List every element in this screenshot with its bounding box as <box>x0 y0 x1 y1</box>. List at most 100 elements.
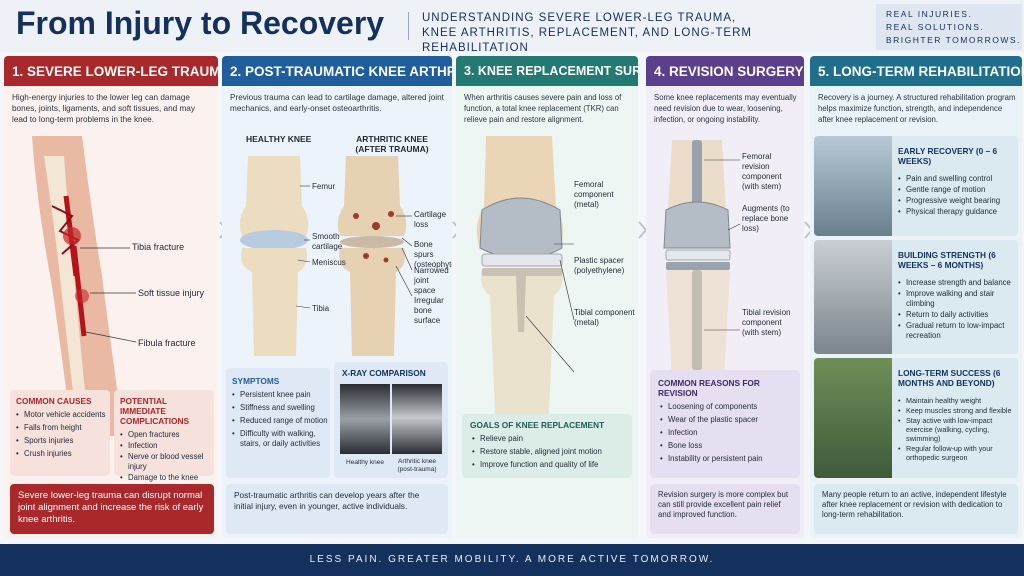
column-title: 1. SEVERE LOWER-LEG TRAUMA <box>4 56 218 86</box>
column-rehabilitation: 5. LONG-TERM REHABILITATION Recovery is … <box>810 56 1022 538</box>
column-intro: Some knee replacements may eventually ne… <box>654 93 797 124</box>
stage-long-term: LONG-TERM SUCCESS (6 MONTHS AND BEYOND) … <box>814 358 1018 478</box>
label-smooth-cartilage: Smooth cartilage <box>312 232 343 251</box>
tagline: REAL INJURIES. REAL SOLUTIONS. BRIGHTER … <box>876 4 1022 50</box>
stage-title: BUILDING STRENGTH (6 WEEKS – 6 MONTHS) <box>898 250 996 270</box>
rehab-note: Many people return to an active, indepen… <box>814 484 1018 534</box>
stage-title: LONG-TERM SUCCESS (6 MONTHS AND BEYOND) <box>898 368 1001 388</box>
list-item: Pain and swelling control <box>898 174 1018 184</box>
list-item: Physical therapy guidance <box>898 207 1018 217</box>
column-arthritis: 2. POST-TRAUMATIC KNEE ARTHRITIS Previou… <box>222 56 452 538</box>
list-item: Improve walking and stair climbing <box>898 289 1018 309</box>
reasons-list: Loosening of components Wear of the plas… <box>650 402 800 464</box>
stage-title: EARLY RECOVERY (0 – 6 WEEKS) <box>898 146 998 166</box>
goals-list: Relieve pain Restore stable, aligned joi… <box>462 434 632 470</box>
footer-banner: LESS PAIN. GREATER MOBILITY. A MORE ACTI… <box>0 544 1024 576</box>
xray-arthritic-caption: Arthritic knee (post-trauma) <box>397 458 437 473</box>
list-item: Difficulty with walking, stairs, or dail… <box>232 429 328 449</box>
column-revision: 4. REVISION SURGERY Some knee replacemen… <box>646 56 804 538</box>
label-femoral-component: Femoral component (metal) <box>574 180 614 209</box>
list-item: Return to daily activities <box>898 310 1018 320</box>
header: From Injury to Recovery UNDERSTANDING SE… <box>0 0 1024 54</box>
causes-box: COMMON CAUSES Motor vehicle accidents Fa… <box>10 390 110 476</box>
stage-list: Pain and swelling control Gentle range o… <box>898 174 1018 218</box>
list-item: Falls from height <box>16 423 106 433</box>
list-item: Sports injuries <box>16 436 106 446</box>
page-subtitle: UNDERSTANDING SEVERE LOWER-LEG TRAUMA, K… <box>422 12 752 54</box>
list-item: Bone loss <box>660 441 796 451</box>
column-trauma: 1. SEVERE LOWER-LEG TRAUMA High-energy i… <box>4 56 218 538</box>
list-item: Relieve pain <box>472 434 628 444</box>
causes-list: Motor vehicle accidents Falls from heigh… <box>10 410 110 459</box>
stage-list: Maintain healthy weight Keep muscles str… <box>898 396 1018 463</box>
label-soft-tissue: Soft tissue injury <box>138 288 205 298</box>
knee-replacement-illustration <box>476 136 575 436</box>
symptoms-title: SYMPTOMS <box>232 376 280 386</box>
list-item: Restore stable, aligned joint motion <box>472 447 628 457</box>
label-femur: Femur <box>312 182 336 191</box>
column-intro: When arthritis causes severe pain and lo… <box>464 93 622 124</box>
stage-strength: BUILDING STRENGTH (6 WEEKS – 6 MONTHS) I… <box>814 240 1018 354</box>
column-title: 3. KNEE REPLACEMENT SURGERY <box>456 56 638 86</box>
column-title: 4. REVISION SURGERY <box>646 56 804 86</box>
label-femoral-revision: Femoral revision component (with stem) <box>742 152 782 191</box>
building-strength-photo <box>814 240 892 354</box>
trauma-note: Severe lower-leg trauma can disrupt norm… <box>10 484 214 534</box>
symptoms-box: SYMPTOMS Persistent knee pain Stiffness … <box>226 368 330 478</box>
label-bone-spurs: Bone spurs (osteophytes) <box>414 240 452 269</box>
list-item: Open fractures <box>120 430 212 440</box>
list-item: Infection <box>120 441 212 451</box>
label-meniscus: Meniscus <box>312 258 346 267</box>
label-fibula-fracture: Fibula fracture <box>138 338 196 348</box>
column-intro: High-energy injuries to the lower leg ca… <box>12 93 195 124</box>
list-item: Regular follow-up with your orthopedic s… <box>898 444 1018 462</box>
revision-implant-illustration <box>663 140 741 380</box>
list-item: Persistent knee pain <box>232 390 328 400</box>
label-tibial-revision: Tibial revision component (with stem) <box>742 308 791 337</box>
list-item: Motor vehicle accidents <box>16 410 106 420</box>
symptoms-list: Persistent knee pain Stiffness and swell… <box>226 390 330 449</box>
xray-title: X-RAY COMPARISON <box>342 368 426 378</box>
list-item: Improve function and quality of life <box>472 460 628 470</box>
arthritis-note: Post-traumatic arthritis can develop yea… <box>226 484 448 534</box>
complications-box: POTENTIAL IMMEDIATE COMPLICATIONS Open f… <box>114 390 214 492</box>
knee-comparison-illustration <box>239 156 413 356</box>
reasons-box: COMMON REASONS FOR REVISION Loosening of… <box>650 370 800 478</box>
column-replacement: 3. KNEE REPLACEMENT SURGERY When arthrit… <box>456 56 638 538</box>
list-item: Stay active with low-impact exercise (wa… <box>898 416 1018 443</box>
label-tibial-component: Tibial component (metal) <box>574 308 635 327</box>
goals-title: GOALS OF KNEE REPLACEMENT <box>470 420 605 430</box>
page-title: From Injury to Recovery <box>16 5 385 41</box>
column-title: 5. LONG-TERM REHABILITATION <box>810 56 1022 86</box>
xray-arthritic-image <box>392 384 442 454</box>
stage-list: Increase strength and balance Improve wa… <box>898 278 1018 342</box>
label-plastic-spacer: Plastic spacer (polyethylene) <box>574 256 625 275</box>
label-narrowed-space: Narrowed joint space <box>414 266 449 295</box>
leg-trauma-illustration <box>32 136 137 436</box>
column-title: 2. POST-TRAUMATIC KNEE ARTHRITIS <box>222 56 452 86</box>
header-divider <box>408 12 409 40</box>
arthritic-knee-title: ARTHRITIC KNEE (AFTER TRAUMA) <box>355 134 429 154</box>
complications-title: POTENTIAL IMMEDIATE COMPLICATIONS <box>120 396 189 426</box>
stage-early: EARLY RECOVERY (0 – 6 WEEKS) Pain and sw… <box>814 136 1018 236</box>
list-item: Reduced range of motion <box>232 416 328 426</box>
list-item: Gentle range of motion <box>898 185 1018 195</box>
list-item: Nerve or blood vessel injury <box>120 452 212 472</box>
reasons-title: COMMON REASONS FOR REVISION <box>658 378 760 398</box>
list-item: Stiffness and swelling <box>232 403 328 413</box>
xray-box: X-RAY COMPARISON Healthy knee Arthritic … <box>334 362 448 478</box>
list-item: Instability or persistent pain <box>660 454 796 464</box>
causes-title: COMMON CAUSES <box>16 396 92 406</box>
column-intro: Recovery is a journey. A structured reha… <box>818 93 1016 124</box>
healthy-knee-title: HEALTHY KNEE <box>246 134 312 144</box>
list-item: Maintain healthy weight <box>898 396 1018 405</box>
revision-note: Revision surgery is more complex but can… <box>650 484 800 534</box>
label-irregular-surface: Irregular bone surface <box>414 296 444 325</box>
list-item: Infection <box>660 428 796 438</box>
list-item: Gradual return to low-impact recreation <box>898 321 1018 341</box>
goals-box: GOALS OF KNEE REPLACEMENT Relieve pain R… <box>462 414 632 478</box>
long-term-photo <box>814 358 892 478</box>
list-item: Keep muscles strong and flexible <box>898 406 1018 415</box>
label-cartilage-loss: Cartilage loss <box>414 210 447 229</box>
label-tibia: Tibia <box>312 304 330 313</box>
